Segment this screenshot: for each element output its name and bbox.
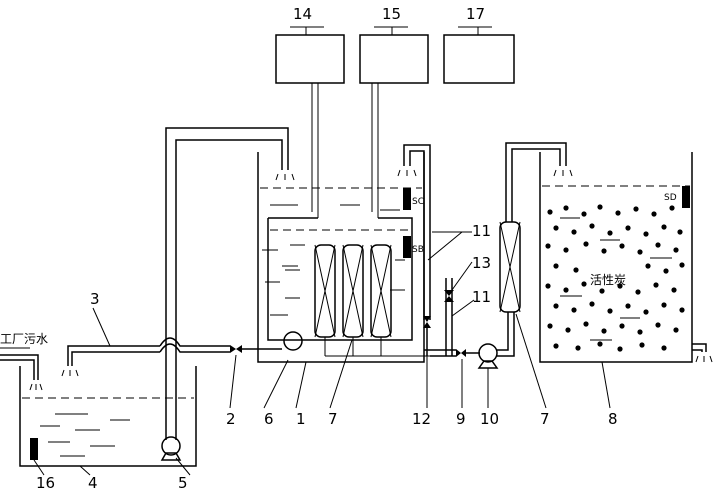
filter-column-7 xyxy=(499,221,521,313)
label-17: 17 xyxy=(466,5,485,23)
label-12: 12 xyxy=(412,410,431,428)
inlet-label: 工厂污水 xyxy=(0,332,48,346)
label-11a: 11 xyxy=(472,222,491,240)
level-sensor-16 xyxy=(30,438,38,460)
level-sensor-sd xyxy=(682,186,690,208)
label-3: 3 xyxy=(90,290,100,308)
label-9: 9 xyxy=(456,410,466,428)
pump-5 xyxy=(161,436,181,456)
control-box-15 xyxy=(359,34,429,84)
regulating-tank-4 xyxy=(19,366,197,467)
label-8: 8 xyxy=(608,410,618,428)
label-5: 5 xyxy=(178,474,188,492)
label-7a: 7 xyxy=(328,410,338,428)
valve-2 xyxy=(230,345,242,353)
pump-10 xyxy=(478,343,498,363)
valve-12 xyxy=(423,316,431,328)
label-10: 10 xyxy=(480,410,499,428)
control-box-17 xyxy=(443,34,515,84)
bioreactor-tank-1 xyxy=(257,152,425,363)
label-6: 6 xyxy=(264,410,274,428)
membrane-modules-7 xyxy=(314,244,392,338)
label-2: 2 xyxy=(226,410,236,428)
label-13: 13 xyxy=(472,254,491,272)
label-1: 1 xyxy=(296,410,306,428)
sensor-sb-label: SB xyxy=(412,245,424,255)
level-sensor-sb xyxy=(403,236,411,258)
label-14: 14 xyxy=(293,5,312,23)
control-box-14 xyxy=(275,34,345,84)
sensor-sc-label: SC xyxy=(412,197,424,207)
level-sensor-sc xyxy=(403,188,411,210)
carbon-granules xyxy=(545,204,685,352)
label-4: 4 xyxy=(88,474,98,492)
label-11b: 11 xyxy=(472,288,491,306)
label-16: 16 xyxy=(36,474,55,492)
carbon-label: 活性炭 xyxy=(590,273,626,287)
label-15: 15 xyxy=(382,5,401,23)
valve-9 xyxy=(456,349,466,357)
label-7b: 7 xyxy=(540,410,550,428)
carbon-tank-8 xyxy=(539,152,693,363)
sensor-sd-label: SD xyxy=(664,193,677,203)
vent-valve-13 xyxy=(444,290,454,302)
blower-6 xyxy=(283,331,303,351)
